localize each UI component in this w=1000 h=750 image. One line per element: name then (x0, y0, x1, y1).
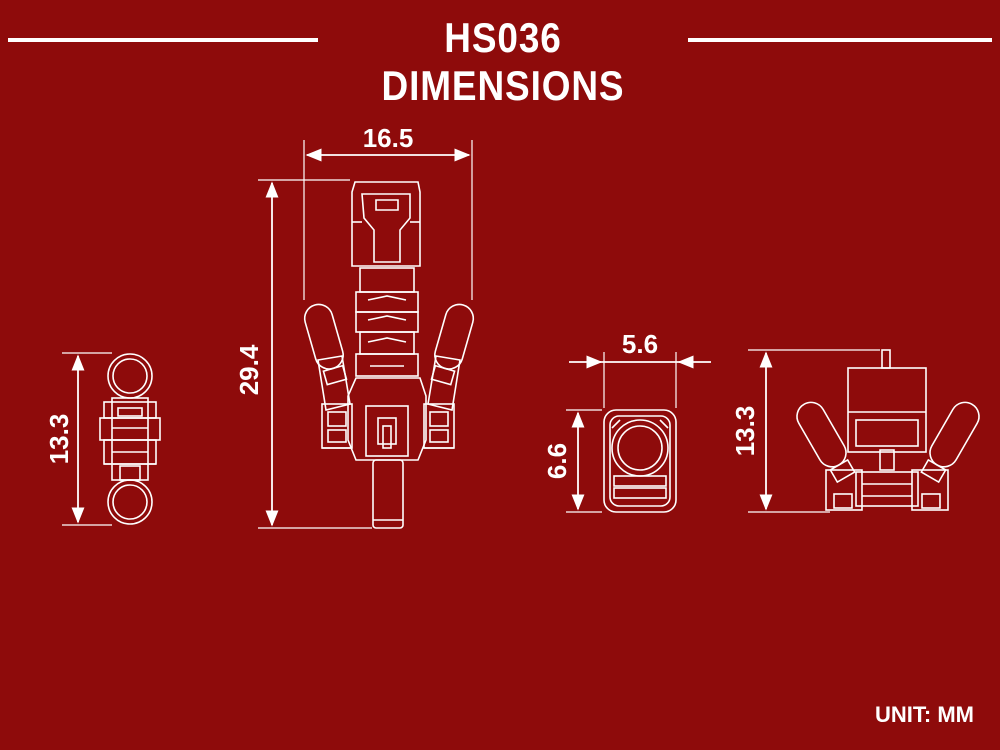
side-view (62, 352, 161, 526)
front-view (258, 140, 475, 529)
top-view (566, 352, 711, 513)
front-height-label: 29.4 (234, 344, 264, 395)
header: HS036 DIMENSIONS (0, 10, 1000, 109)
back-view (748, 349, 980, 513)
top-width-label: 5.6 (622, 329, 658, 359)
unit-label: UNIT: MM (875, 702, 974, 727)
back-height-label: 13.3 (730, 406, 760, 457)
title-rule-right (688, 38, 992, 42)
front-width-label: 16.5 (363, 123, 414, 153)
page-title: HS036 DIMENSIONS (381, 14, 625, 109)
top-depth-label: 6.6 (542, 443, 572, 479)
side-height-label: 13.3 (44, 414, 74, 465)
title-rule-left (8, 38, 318, 42)
